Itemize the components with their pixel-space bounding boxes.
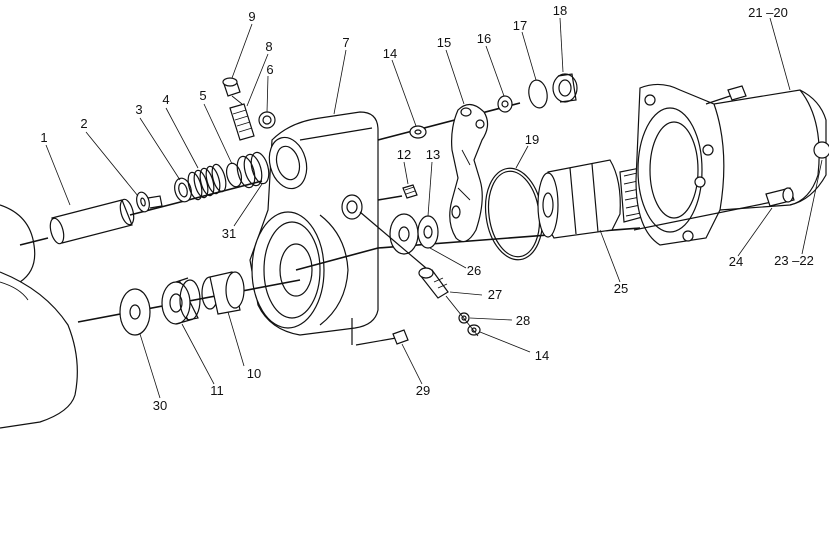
callout-5: 5 [199,88,206,103]
part-1-plunger [49,198,135,245]
callout-7: 7 [342,35,349,50]
part-14-lower-nut [467,324,481,336]
part-25-pinion [537,159,647,239]
callout-19: 19 [525,132,539,147]
upper-axis [19,180,263,246]
part-2-washer [136,191,163,213]
callout-1: 1 [40,130,47,145]
callout-26: 26 [467,263,481,278]
part-30-washer [119,288,151,336]
callout-9: 9 [248,9,255,24]
callout-13: 13 [426,147,440,162]
part-14-upper-washer [409,125,427,139]
part-17-snap-ring [528,79,548,109]
part-6-ring [258,111,276,129]
callout-labels: 1 2 3 4 5 6 7 8 9 10 11 12 13 14 14 15 1… [40,3,814,413]
callout-29: 29 [416,383,430,398]
callout-21-20: 21 –20 [748,5,788,20]
callout-23-22: 23 –22 [774,253,814,268]
callout-27: 27 [488,287,502,302]
part-3-spring-seat [174,177,192,203]
part-27-bolt [418,267,449,299]
part-11-bushing [161,277,201,325]
mid-axis [295,247,379,271]
callout-4: 4 [162,92,169,107]
callout-14-upper: 14 [383,46,397,61]
callout-3: 3 [135,102,142,117]
callout-12: 12 [397,147,411,162]
callout-16: 16 [477,31,491,46]
callout-25: 25 [614,281,628,296]
part-10-sleeve [201,271,245,315]
part-18-collar [552,73,578,103]
callout-24: 24 [729,254,743,269]
callout-8: 8 [265,39,272,54]
callout-31: 31 [222,226,236,241]
callout-11: 11 [210,383,224,398]
callout-10: 10 [247,366,261,381]
callout-14-lower: 14 [535,348,549,363]
part-4-coil-spring [187,163,227,201]
part-29-screw [355,329,409,346]
left-housing-edge [0,204,78,429]
callout-28: 28 [516,313,530,328]
callout-15: 15 [437,35,451,50]
part-8-threaded-insert [229,103,255,141]
part-7-housing [249,111,379,345]
callout-30: 30 [153,398,167,413]
callout-6: 6 [266,62,273,77]
callout-17: 17 [513,18,527,33]
part-16-nut [497,95,513,113]
callout-18: 18 [553,3,567,18]
part-31-spring [236,151,270,189]
part-15-shift-lever [449,103,489,243]
callout-2: 2 [80,116,87,131]
leader-lines [45,17,823,399]
part-24-bolt [633,187,795,231]
part-26-pivot-pin [359,211,427,269]
part-5-ring [225,162,243,188]
part-12-plug [402,184,418,199]
part-9-cap [222,77,241,97]
part-21-rear-housing [635,83,829,246]
